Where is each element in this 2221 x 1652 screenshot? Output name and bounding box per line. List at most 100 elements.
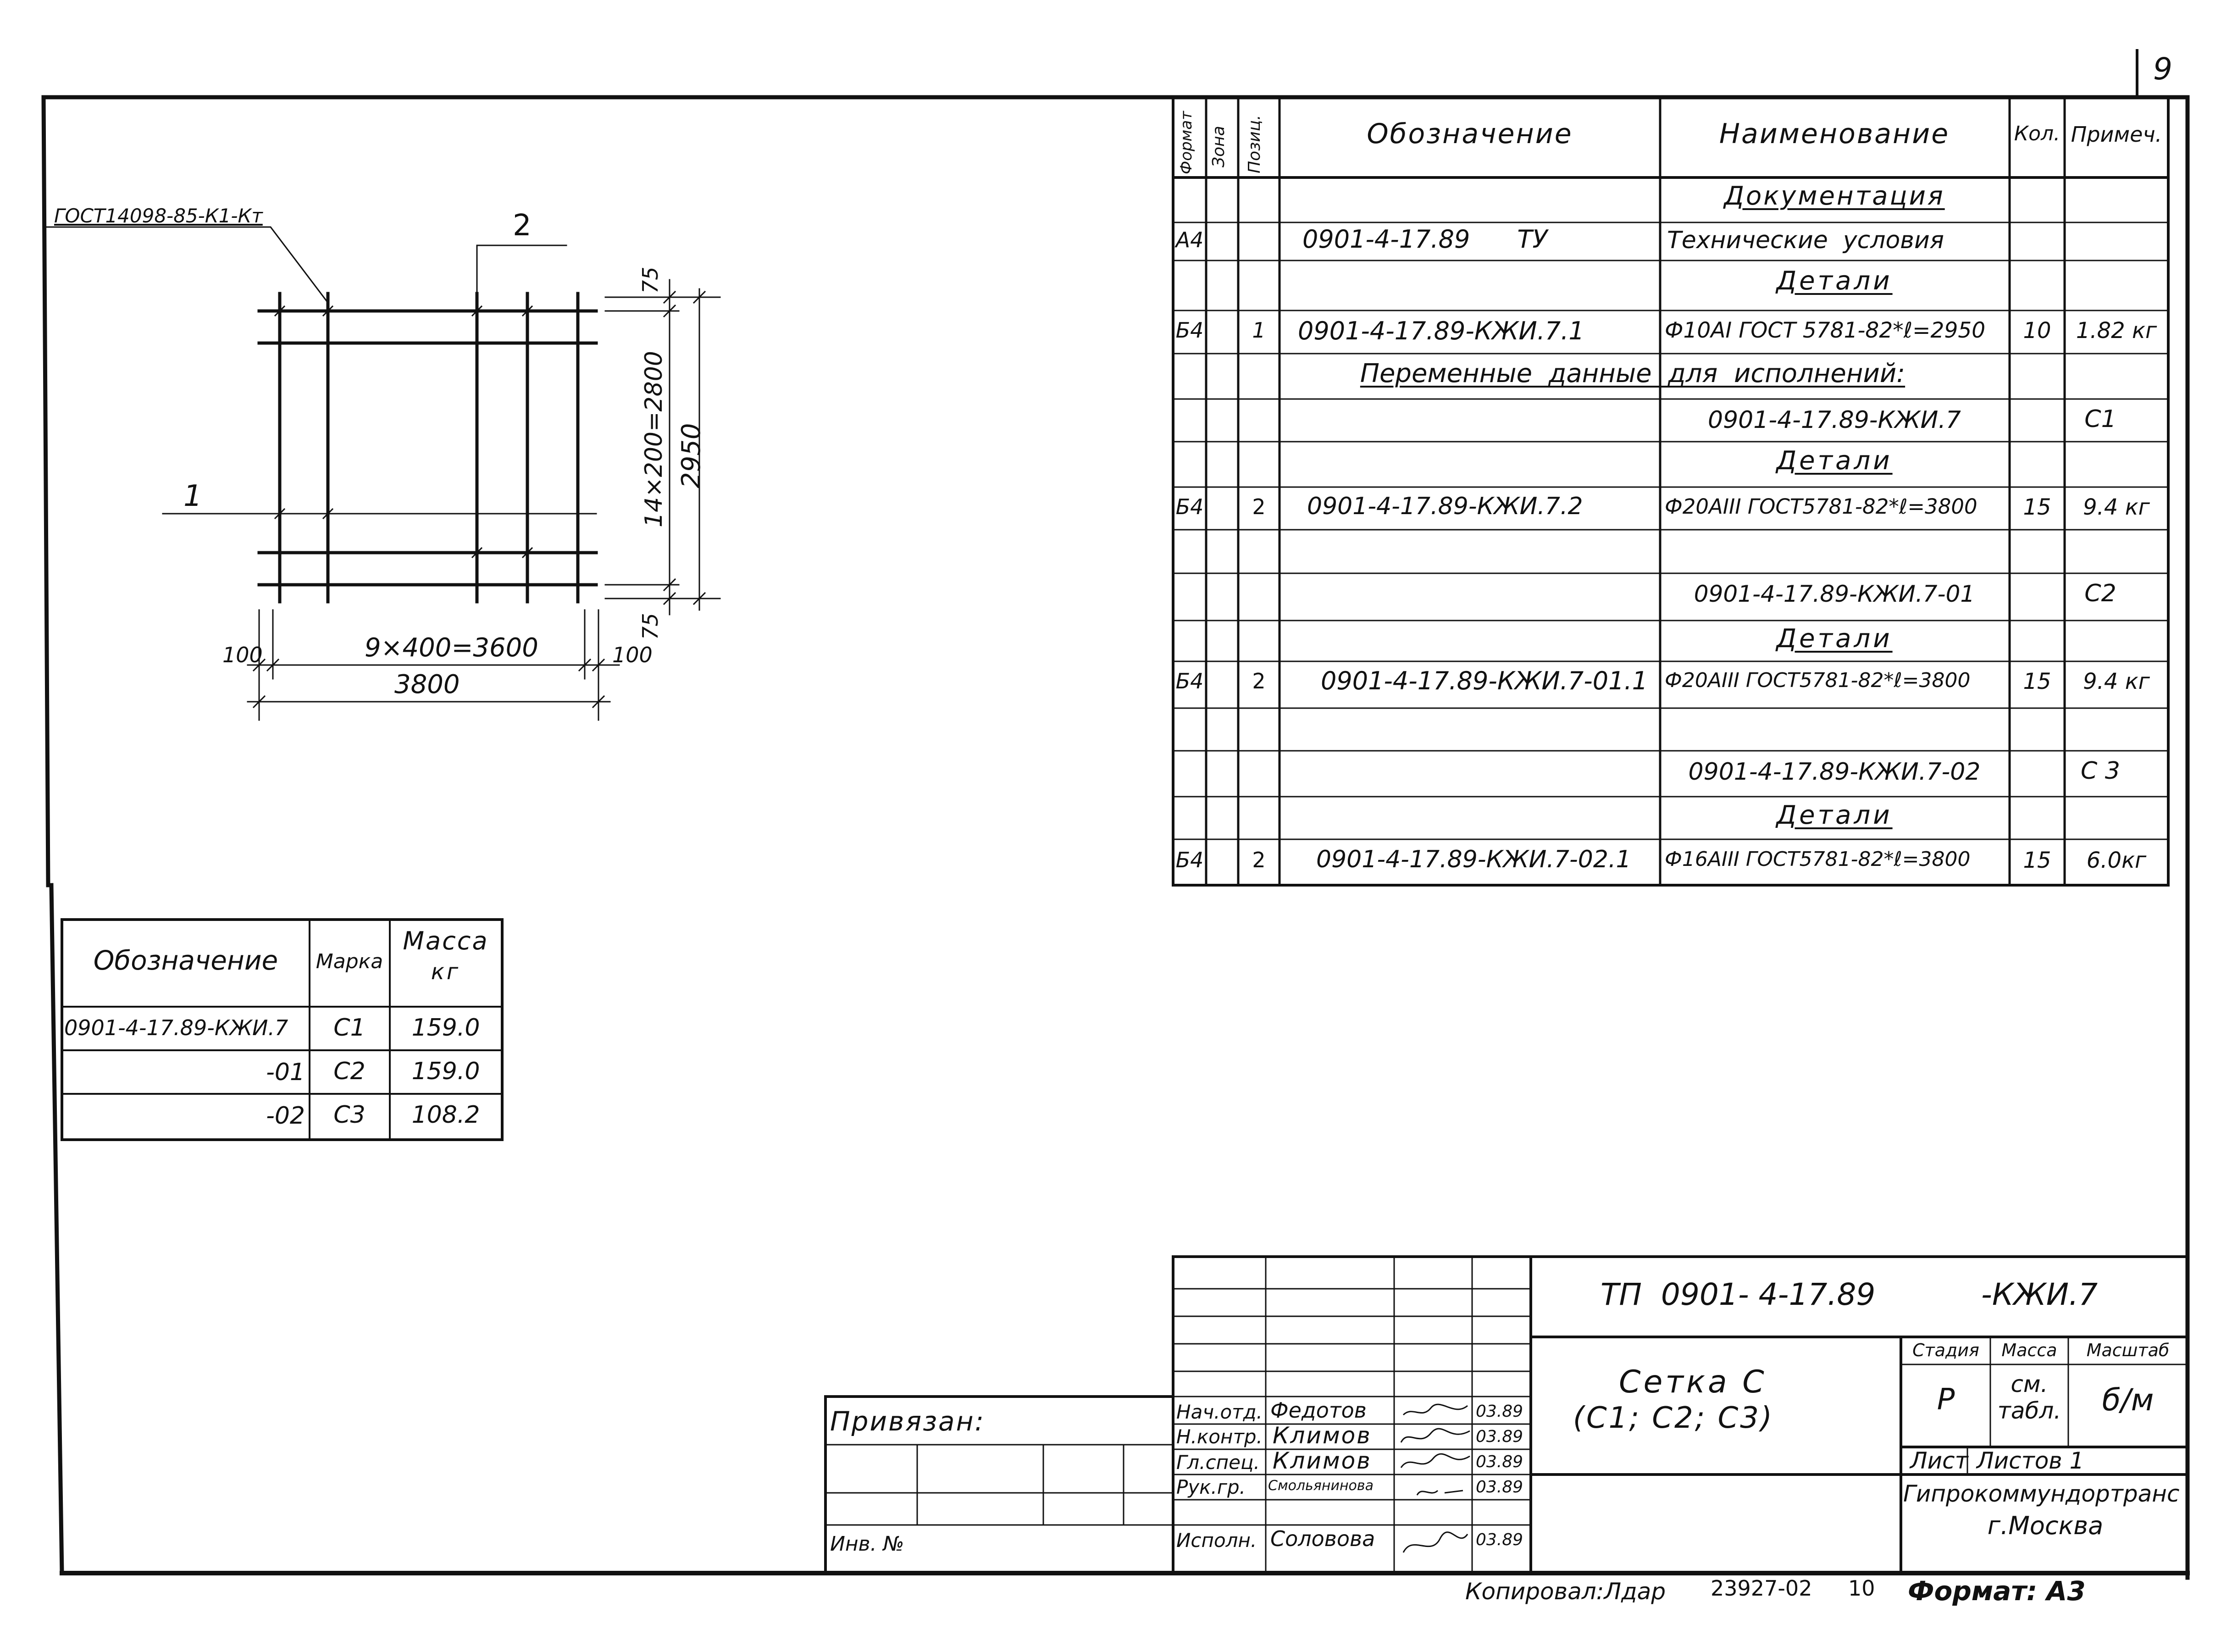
spec-row-15-format: Б4 bbox=[1175, 848, 1204, 872]
mass-row-1-mass: 159.0 bbox=[411, 1058, 480, 1085]
person-3-date: 03.89 bbox=[1476, 1478, 1523, 1497]
document-code: ТП 0901- 4-17.89 bbox=[1601, 1277, 1876, 1312]
signatures bbox=[1394, 1397, 1472, 1573]
position-1-label: 1 bbox=[183, 479, 202, 513]
spec-row-15-designation: 0901-4-17.89-КЖИ.7-02.1 bbox=[1316, 846, 1631, 873]
spec-row-1-format: А4 bbox=[1175, 227, 1204, 252]
mass-row-2-designation: -02 bbox=[266, 1102, 305, 1130]
person-3-name: Смольянинова bbox=[1268, 1478, 1374, 1494]
mass-label: Масса bbox=[2001, 1340, 2057, 1360]
drawing-subtitle: (С1; С2; С3) bbox=[1573, 1401, 1774, 1435]
sheet-format: Формат: А3 bbox=[1908, 1575, 2086, 1607]
person-4-name: Соловова bbox=[1270, 1526, 1375, 1551]
spec-row-0-name: Документация bbox=[1724, 181, 1945, 211]
spec-row-13-note: С 3 bbox=[2081, 757, 2120, 785]
mass-row-1-designation: -01 bbox=[266, 1059, 305, 1086]
spec-row-6-name: Детали bbox=[1776, 446, 1893, 476]
spec-row-3-format: Б4 bbox=[1175, 318, 1204, 343]
spec-row-9-note: С2 bbox=[2084, 580, 2116, 607]
mass-row-0-mark: С1 bbox=[333, 1014, 366, 1042]
spec-row-11-designation: 0901-4-17.89-КЖИ.7-01.1 bbox=[1321, 666, 1648, 695]
spec-row-7-pos: 2 bbox=[1252, 494, 1266, 519]
dim-3800: 3800 bbox=[394, 670, 460, 699]
spec-row-2-name: Детали bbox=[1776, 266, 1893, 296]
organization-name: Гипрокоммундортранс bbox=[1903, 1480, 2180, 1507]
mass-header-unit: кг bbox=[431, 959, 461, 985]
spec-row-15-note: 6.0кг bbox=[2086, 848, 2147, 873]
spec-row-11-name: Ф20АIII ГОСТ5781-82*ℓ=3800 bbox=[1665, 669, 1971, 692]
mass-row-2-mass: 108.2 bbox=[411, 1101, 480, 1129]
spec-header-zone: Зона bbox=[1209, 126, 1228, 167]
spec-row-3-note: 1.82 кг bbox=[2076, 318, 2157, 344]
dim-75-bottom: 75 bbox=[638, 613, 663, 640]
dim-100-right: 100 bbox=[612, 643, 653, 667]
person-0-date: 03.89 bbox=[1476, 1402, 1523, 1421]
spec-row-11-note: 9.4 кг bbox=[2083, 669, 2150, 694]
mass-header-designation: Обозначение bbox=[93, 945, 278, 976]
person-4-date: 03.89 bbox=[1476, 1530, 1523, 1549]
spec-row-1-designation: 0901-4-17.89 ТУ bbox=[1302, 225, 1548, 254]
mass-header-mark: Марка bbox=[316, 950, 383, 973]
sheet-label: Лист bbox=[1910, 1447, 1968, 1474]
dim-vertical-spacing: 14×200=2800 bbox=[640, 351, 668, 527]
person-1-role: Н.контр. bbox=[1176, 1425, 1263, 1448]
copy-number: 23927-02 bbox=[1711, 1576, 1812, 1601]
spec-row-15-qty: 15 bbox=[2023, 848, 2051, 873]
spec-row-1-name: Технические условия bbox=[1667, 227, 1944, 254]
spec-header-designation: Обозначение bbox=[1367, 118, 1573, 150]
spec-row-7-note: 9.4 кг bbox=[2083, 494, 2150, 520]
privyazan-label: Привязан: bbox=[830, 1406, 986, 1437]
position-2-label: 2 bbox=[513, 209, 532, 243]
spec-row-13-name: 0901-4-17.89-КЖИ.7-02 bbox=[1688, 758, 1981, 786]
person-4-role: Исполн. bbox=[1176, 1529, 1257, 1552]
document-code-suffix: -КЖИ.7 bbox=[1981, 1277, 2098, 1312]
person-2-name: Климов bbox=[1273, 1447, 1372, 1474]
spec-row-11-format: Б4 bbox=[1175, 669, 1204, 693]
mass-row-2-mark: С3 bbox=[333, 1101, 366, 1129]
spec-row-3-designation: 0901-4-17.89-КЖИ.7.1 bbox=[1298, 316, 1584, 345]
spec-row-7-designation: 0901-4-17.89-КЖИ.7.2 bbox=[1307, 493, 1583, 520]
dim-100-left: 100 bbox=[222, 643, 263, 667]
spec-row-10-name: Детали bbox=[1776, 624, 1893, 654]
person-0-name: Федотов bbox=[1270, 1398, 1367, 1423]
drawing-title: Сетка С bbox=[1619, 1364, 1767, 1400]
inventory-number-label: Инв. № bbox=[830, 1532, 904, 1556]
spec-row-5-name: 0901-4-17.89-КЖИ.7 bbox=[1707, 406, 1961, 434]
person-3-role: Рук.гр. bbox=[1176, 1476, 1246, 1498]
spec-row-7-qty: 15 bbox=[2023, 494, 2051, 520]
organization-city: г.Москва bbox=[1987, 1511, 2104, 1540]
person-2-date: 03.89 bbox=[1476, 1452, 1523, 1471]
dim-horizontal-spacing: 9×400=3600 bbox=[365, 633, 538, 663]
dim-2950: 2950 bbox=[676, 423, 706, 488]
spec-row-4-name: Переменные данные для исполнений: bbox=[1360, 359, 1905, 388]
gost-leader-label: ГОСТ14098-85-К1-Кт bbox=[54, 205, 263, 227]
spec-row-3-name: Ф10АI ГОСТ 5781-82*ℓ=2950 bbox=[1665, 318, 1986, 343]
spec-row-3-qty: 10 bbox=[2023, 318, 2051, 344]
spec-header-note: Примеч. bbox=[2071, 122, 2162, 147]
mass-value: см. табл. bbox=[1997, 1371, 2061, 1424]
spec-header-format: Формат bbox=[1177, 111, 1196, 174]
mass-row-0-mass: 159.0 bbox=[411, 1014, 480, 1042]
spec-row-3-pos: 1 bbox=[1252, 318, 1266, 343]
spec-row-15-name: Ф16АIII ГОСТ5781-82*ℓ=3800 bbox=[1665, 848, 1971, 871]
spec-row-11-pos: 2 bbox=[1252, 669, 1266, 693]
spec-row-9-name: 0901-4-17.89-КЖИ.7-01 bbox=[1694, 581, 1975, 607]
mass-row-0-designation: 0901-4-17.89-КЖИ.7 bbox=[64, 1015, 288, 1040]
spec-row-7-name: Ф20АIII ГОСТ5781-82*ℓ=3800 bbox=[1665, 494, 1977, 519]
scale-label: Масштаб bbox=[2086, 1340, 2170, 1360]
spec-header-qty: Кол. bbox=[2014, 122, 2060, 145]
mass-row-1-mark: С2 bbox=[333, 1058, 366, 1085]
spec-row-7-format: Б4 bbox=[1175, 494, 1204, 519]
spec-row-15-pos: 2 bbox=[1252, 848, 1266, 872]
scale-value: б/м bbox=[2102, 1382, 2154, 1418]
dim-75-top: 75 bbox=[638, 266, 663, 294]
spec-row-5-note: С1 bbox=[2084, 405, 2116, 433]
spec-header-name: Наименование bbox=[1719, 118, 1950, 150]
mass-header-mass: Масса bbox=[403, 926, 489, 955]
sheets-label: Листов 1 bbox=[1977, 1447, 2084, 1474]
page-number: 9 bbox=[2153, 51, 2172, 87]
spec-header-pos: Позиц. bbox=[1245, 115, 1264, 173]
person-1-date: 03.89 bbox=[1476, 1427, 1523, 1446]
spec-row-14-name: Детали bbox=[1776, 800, 1893, 830]
